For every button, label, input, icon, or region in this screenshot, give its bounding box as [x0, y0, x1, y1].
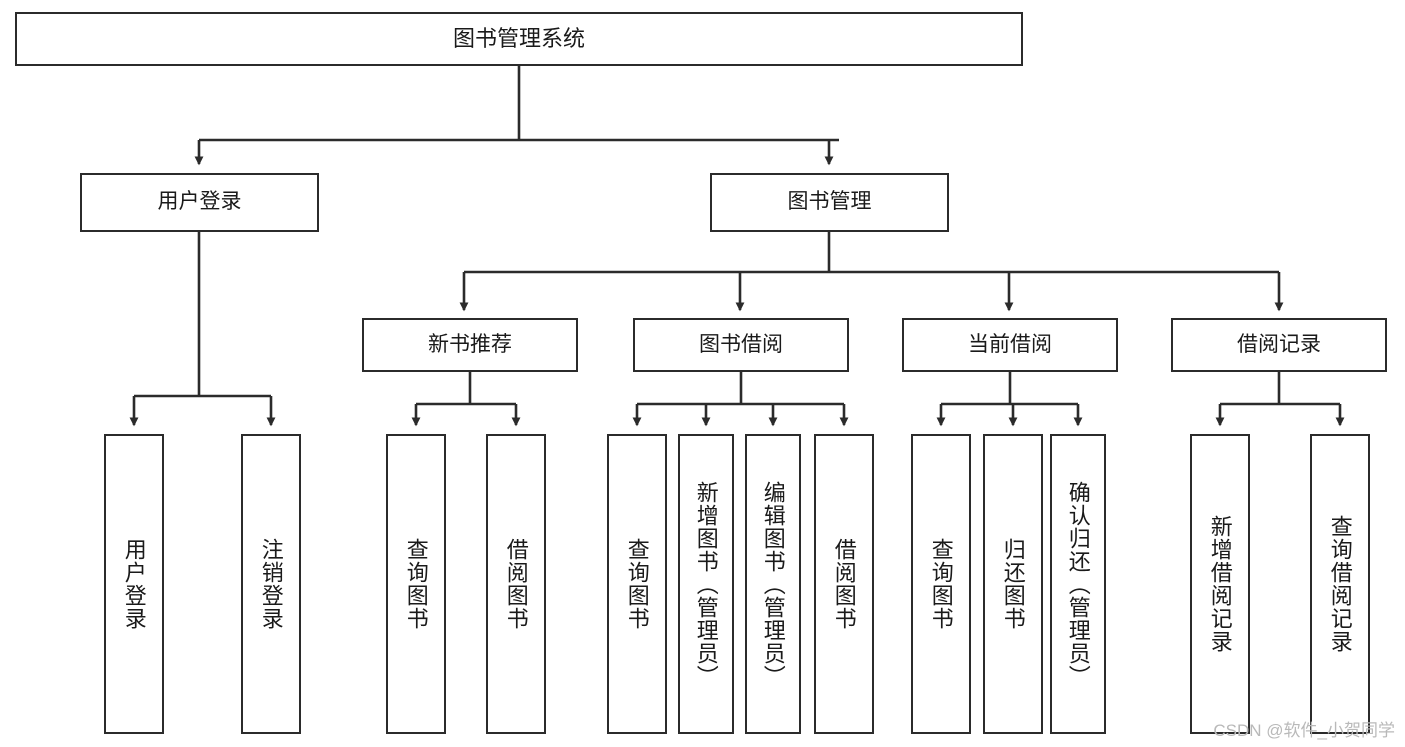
node-borrow-record[interactable]: 借阅记录: [1171, 318, 1387, 372]
node-label: 借阅记录: [1237, 332, 1321, 356]
leaf-query-book-recommend[interactable]: 查询图书: [386, 434, 446, 734]
leaf-query-borrow-record[interactable]: 查询借阅记录: [1310, 434, 1370, 734]
node-user-login[interactable]: 用户登录: [80, 173, 319, 232]
leaf-confirm-return-admin[interactable]: 确认归还（管理员）: [1050, 434, 1106, 734]
node-label: 当前借阅: [968, 332, 1052, 356]
node-label: 借阅图书: [503, 538, 529, 630]
node-label: 图书管理: [787, 190, 872, 214]
node-book-management[interactable]: 图书管理: [710, 173, 949, 232]
node-label: 查询图书: [928, 538, 954, 630]
node-label: 查询图书: [624, 538, 650, 630]
leaf-edit-book-admin[interactable]: 编辑图书（管理员）: [745, 434, 801, 734]
node-label: 图书借阅: [699, 332, 783, 356]
node-label: 用户登录: [157, 190, 242, 214]
node-label: 查询借阅记录: [1327, 515, 1353, 653]
node-root-system[interactable]: 图书管理系统: [15, 12, 1023, 66]
node-label: 确认归还（管理员）: [1065, 480, 1091, 688]
node-new-book-recommend[interactable]: 新书推荐: [362, 318, 578, 372]
leaf-return-book[interactable]: 归还图书: [983, 434, 1043, 734]
leaf-add-borrow-record[interactable]: 新增借阅记录: [1190, 434, 1250, 734]
watermark-text: CSDN @软件_小贺同学: [1213, 721, 1395, 740]
node-label: 编辑图书（管理员）: [760, 480, 786, 688]
node-label: 新书推荐: [428, 332, 512, 356]
node-label: 用户登录: [121, 538, 147, 630]
node-label: 借阅图书: [831, 538, 857, 630]
leaf-add-book-admin[interactable]: 新增图书（管理员）: [678, 434, 734, 734]
leaf-query-book-borrow[interactable]: 查询图书: [607, 434, 667, 734]
leaf-borrow-book-recommend[interactable]: 借阅图书: [486, 434, 546, 734]
node-book-borrow[interactable]: 图书借阅: [633, 318, 849, 372]
node-label: 注销登录: [258, 538, 284, 630]
node-label: 查询图书: [403, 538, 429, 630]
leaf-borrow-book[interactable]: 借阅图书: [814, 434, 874, 734]
node-label: 新增图书（管理员）: [693, 480, 719, 688]
node-label: 归还图书: [1000, 538, 1026, 630]
leaf-user-logout[interactable]: 注销登录: [241, 434, 301, 734]
node-current-borrow[interactable]: 当前借阅: [902, 318, 1118, 372]
leaf-user-login[interactable]: 用户登录: [104, 434, 164, 734]
node-label: 图书管理系统: [452, 26, 585, 52]
node-label: 新增借阅记录: [1207, 515, 1233, 653]
leaf-query-book-current[interactable]: 查询图书: [911, 434, 971, 734]
